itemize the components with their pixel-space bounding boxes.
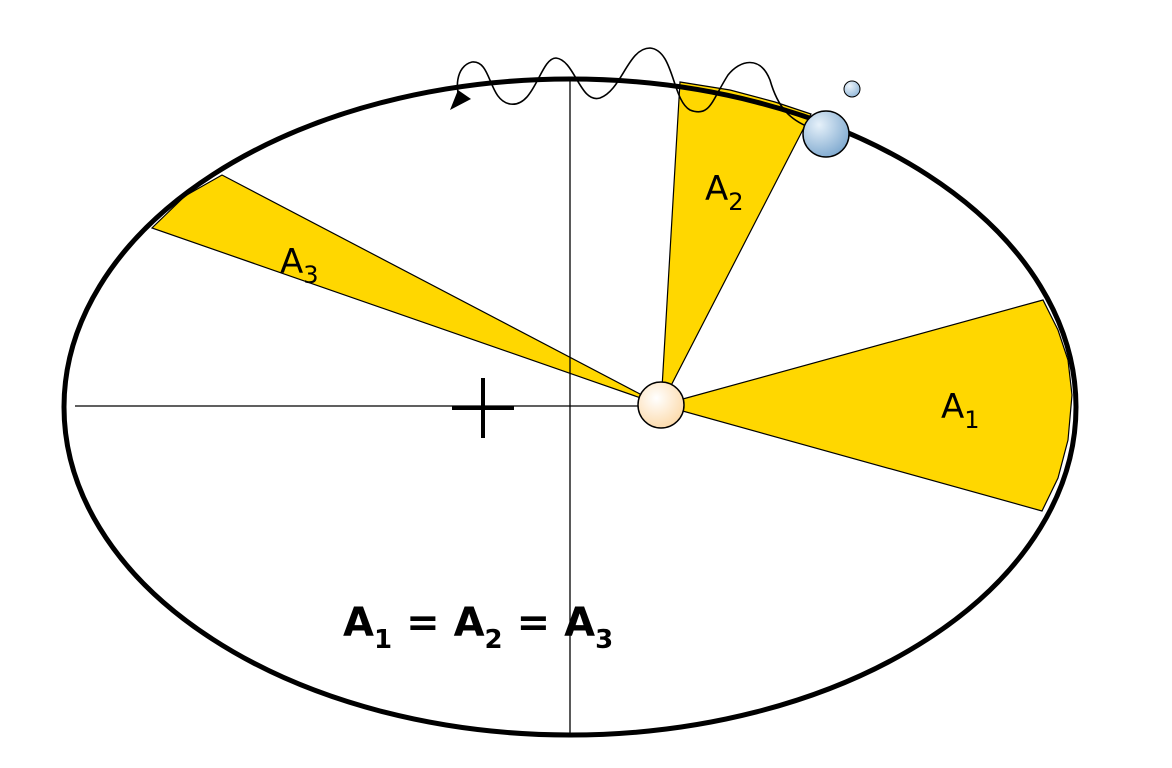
planet-icon [802,110,850,158]
label-a1: A1 [941,387,980,434]
sun-icon [637,381,685,429]
sector-a2 [660,81,812,406]
center-cross-icon [452,378,514,438]
equal-areas-equation: A1=A2=A3 [343,600,613,655]
orbit-ellipse [61,76,1079,738]
sector-a1 [658,299,1073,512]
label-a2: A2 [705,169,744,216]
wavy-path-arrow-icon [450,47,812,129]
moon-icon [843,80,861,98]
label-a3: A3 [280,242,319,289]
sector-a3 [150,174,662,406]
